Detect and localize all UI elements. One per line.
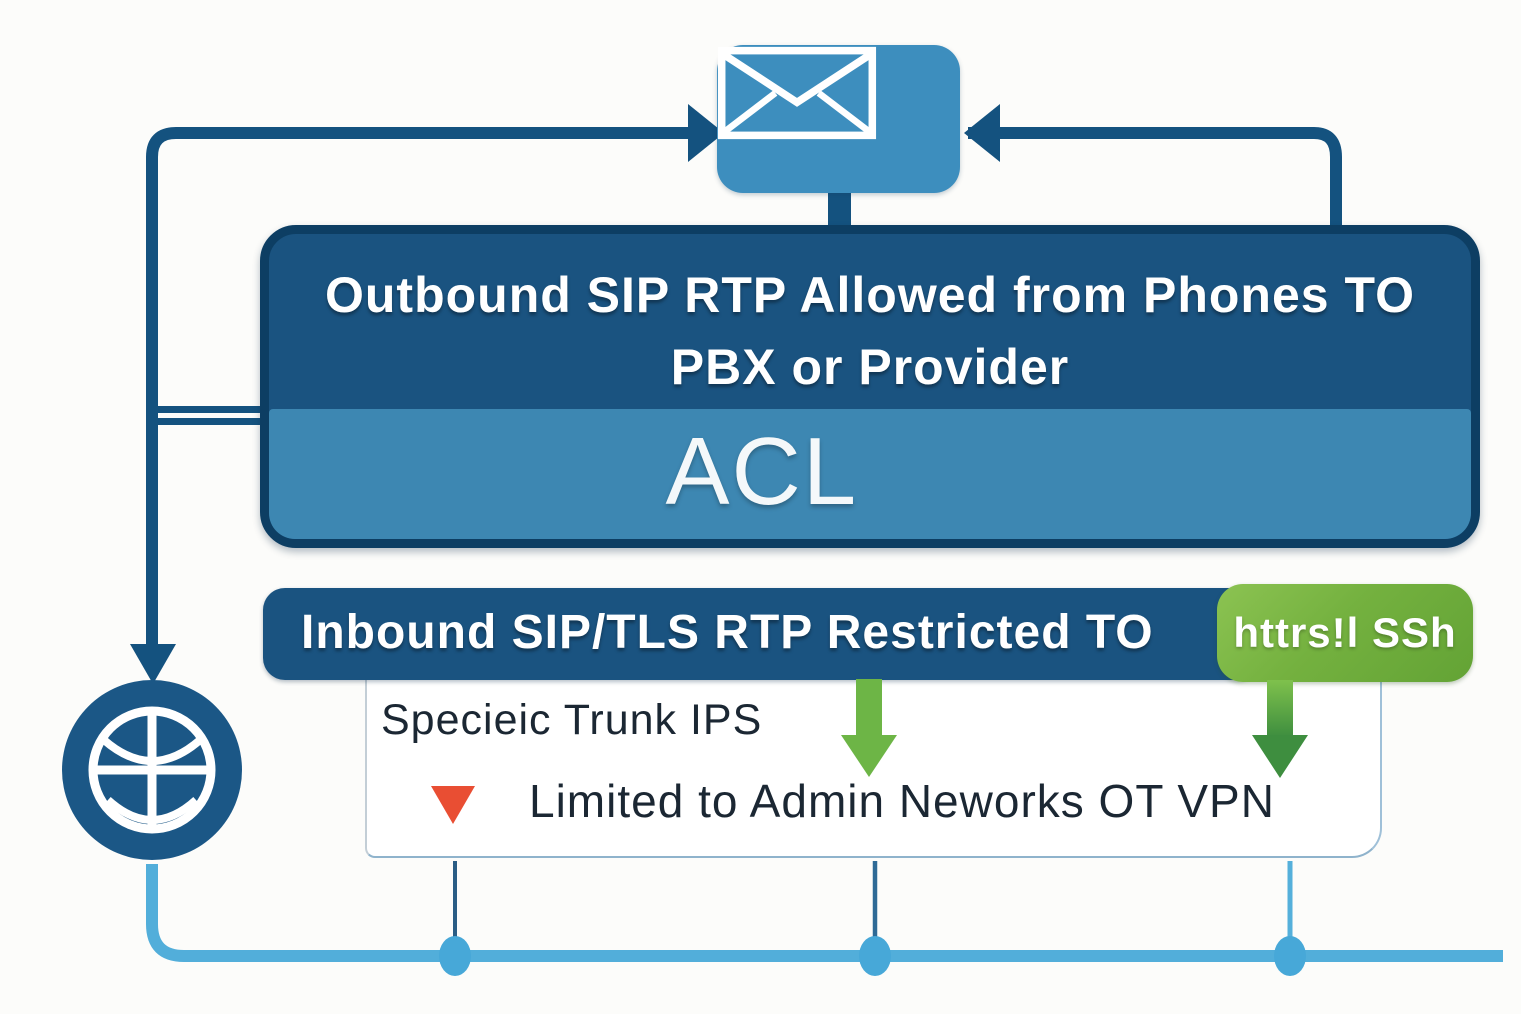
envelope-box-stub (828, 188, 851, 233)
right-connector-line (968, 127, 1342, 230)
inbound-bar-label: Inbound SIP/TLS RTP Restricted TO (301, 606, 1154, 659)
inbound-bar: Inbound SIP/TLS RTP Restricted TO (263, 588, 1258, 680)
bottom-bus-line (146, 864, 1503, 962)
globe-icon (62, 680, 242, 860)
down-arrowhead-icon (130, 644, 176, 684)
acl-band: ACL (269, 409, 1471, 539)
bus-dot (439, 936, 471, 976)
bus-dot (1274, 936, 1306, 976)
green-arrow-left-icon (841, 679, 897, 777)
service-tag: httrs!l SSh (1217, 584, 1473, 682)
left-connector-line (146, 127, 700, 646)
green-arrow-right-icon (1252, 680, 1308, 778)
envelope-icon (717, 46, 877, 140)
right-arrowhead-icon (964, 104, 1000, 162)
outbound-title-line1: Outbound SIP RTP Allowed from Phones TO (325, 267, 1415, 323)
red-triangle-marker-icon (431, 786, 475, 824)
bus-dot (859, 936, 891, 976)
outbound-title-line2: PBX or Provider (670, 339, 1070, 395)
acl-label: ACL (665, 418, 859, 525)
left-arrowhead-icon (688, 104, 724, 162)
service-tag-label: httrs!l SSh (1233, 609, 1457, 656)
limited-networks-text: Limited to Admin Neworks OT VPN (529, 775, 1275, 827)
envelope-node (717, 45, 960, 193)
outbound-acl-box: Outbound SIP RTP Allowed from Phones TO … (260, 225, 1480, 548)
trunk-ips-text: Specieic Trunk IPS (381, 696, 763, 744)
left-stub-line-bottom (152, 418, 266, 425)
left-stub-line-top (152, 406, 266, 413)
